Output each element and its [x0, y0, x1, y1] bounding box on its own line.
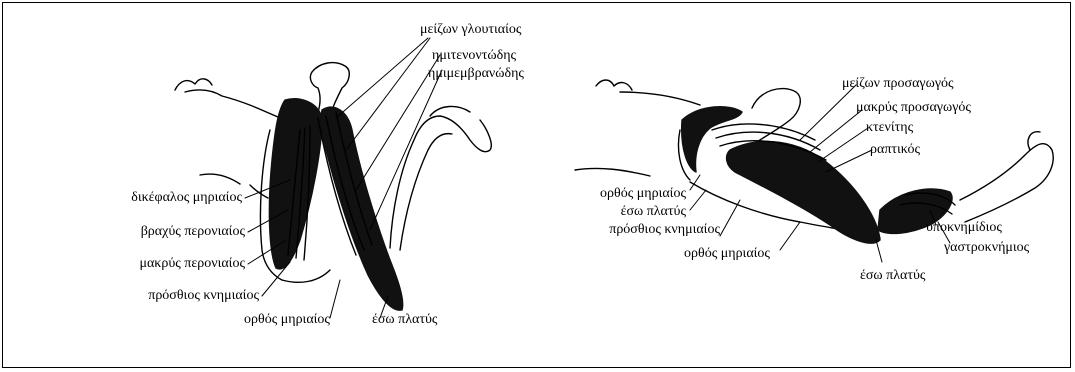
label-vastus-medialis-upper: έσω πλατύς [520, 204, 686, 220]
left-dark-muscles [269, 99, 402, 310]
label-sartorius: ραπτικός [870, 142, 920, 158]
label-rectus-femoris-upper: ορθός μηριαίος [520, 186, 686, 202]
label-peroneus-longus: μακρύς περονιαίος [60, 256, 245, 272]
label-vastus-medialis-lower: έσω πλατύς [860, 268, 925, 284]
label-tibialis-anterior: πρόσθιος κνημιαίος [60, 288, 259, 304]
label-pectineus: κτενίτης [866, 120, 913, 136]
label-vastus-medialis: έσω πλατύς [372, 312, 437, 328]
label-tibialis-anterior-right: πρόσθιος κνημιαίος [520, 222, 720, 238]
label-gastrocnemius: γαστροκνήμιος [944, 240, 1029, 256]
label-soleus: υποκνημίδιος [926, 220, 1002, 236]
label-peroneus-brevis: βραχύς περονιαίος [60, 224, 245, 240]
label-adductor-magnus: μείζων προσαγωγός [842, 76, 954, 92]
label-adductor-longus: μακρύς προσαγωγός [856, 100, 971, 116]
label-rectus-femoris-lower: ορθός μηριαίος [684, 246, 770, 262]
label-semitendinosus: ημιτενοντώδης [432, 48, 516, 64]
label-semimembranosus: ημιμεμβρανώδης [428, 66, 524, 82]
label-gluteus-maximus: μείζων γλουτιαίος [420, 22, 521, 38]
label-rectus-femoris: ορθός μηριαίος [244, 312, 330, 328]
label-biceps-femoris: δικέφαλος μηριαίος [60, 190, 242, 206]
